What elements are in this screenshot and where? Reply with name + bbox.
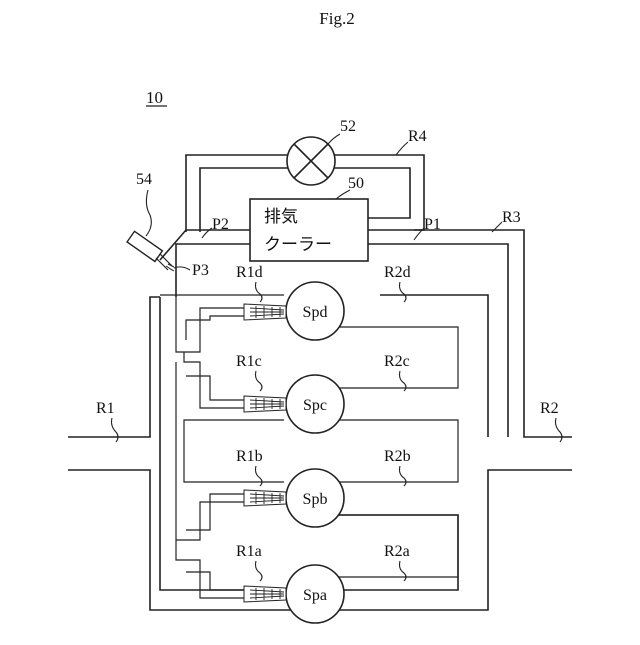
- r4-leader: [396, 142, 408, 155]
- r1b-label: R1b: [236, 448, 263, 465]
- r2-label: R2: [540, 400, 559, 417]
- r1c-leader: [256, 371, 263, 391]
- r4-label: R4: [408, 128, 427, 145]
- spray-a: [244, 586, 286, 602]
- r2-leader: [556, 418, 563, 442]
- r2c-label: R2c: [384, 353, 410, 370]
- egr-manifold: [176, 297, 244, 598]
- p2-label: P2: [212, 216, 229, 233]
- valve-52[interactable]: [287, 137, 335, 185]
- figure-ref: 10: [146, 88, 163, 107]
- svg-text:Spc: Spc: [303, 397, 327, 414]
- spray-d: [244, 304, 286, 320]
- cooler-leader: [336, 190, 350, 199]
- nozzle-ref: 54: [136, 171, 152, 188]
- r2d-label: R2d: [384, 264, 411, 281]
- r1d-leader: [256, 282, 263, 302]
- r2a-label: R2a: [384, 543, 410, 560]
- r1d-label: R1d: [236, 264, 263, 281]
- cylinder-spb[interactable]: Spb: [286, 469, 344, 527]
- r1a-label: R1a: [236, 543, 262, 560]
- r2b-label: R2b: [384, 448, 411, 465]
- cooler-line1: 排気: [264, 207, 298, 227]
- spray-c: [244, 396, 286, 412]
- svg-text:Spa: Spa: [303, 587, 327, 604]
- nozzle-leader: [146, 190, 151, 236]
- r3-label: R3: [502, 209, 521, 226]
- figure-title: Fig.2: [319, 9, 354, 28]
- valve-leader: [328, 134, 340, 144]
- r2b-leader: [400, 466, 407, 486]
- p1-label: P1: [424, 216, 441, 233]
- r1-leader: [112, 418, 119, 442]
- cylinder-spa[interactable]: Spa: [286, 565, 344, 623]
- r1c-label: R1c: [236, 353, 262, 370]
- pipe-p1: [368, 230, 508, 437]
- valve-label: 52: [340, 118, 356, 135]
- cooler-line2: クーラー: [264, 235, 332, 255]
- runner-left-c-b: [184, 420, 284, 482]
- spray-b: [244, 490, 286, 506]
- cylinder-spd[interactable]: Spd: [286, 282, 344, 340]
- r2d-leader: [400, 282, 407, 302]
- cylinder-spc[interactable]: Spc: [286, 375, 344, 433]
- intake-inner-wall: [160, 297, 458, 590]
- p3-label: P3: [192, 262, 209, 279]
- cooler-ref: 50: [348, 175, 364, 192]
- r1-label: R1: [96, 400, 115, 417]
- r2a-leader: [400, 561, 407, 581]
- r1a-leader: [256, 561, 263, 581]
- intake-pipe-r1: [68, 297, 572, 610]
- svg-text:Spd: Spd: [303, 304, 328, 321]
- svg-text:Spb: Spb: [303, 491, 328, 508]
- r1b-leader: [256, 466, 263, 486]
